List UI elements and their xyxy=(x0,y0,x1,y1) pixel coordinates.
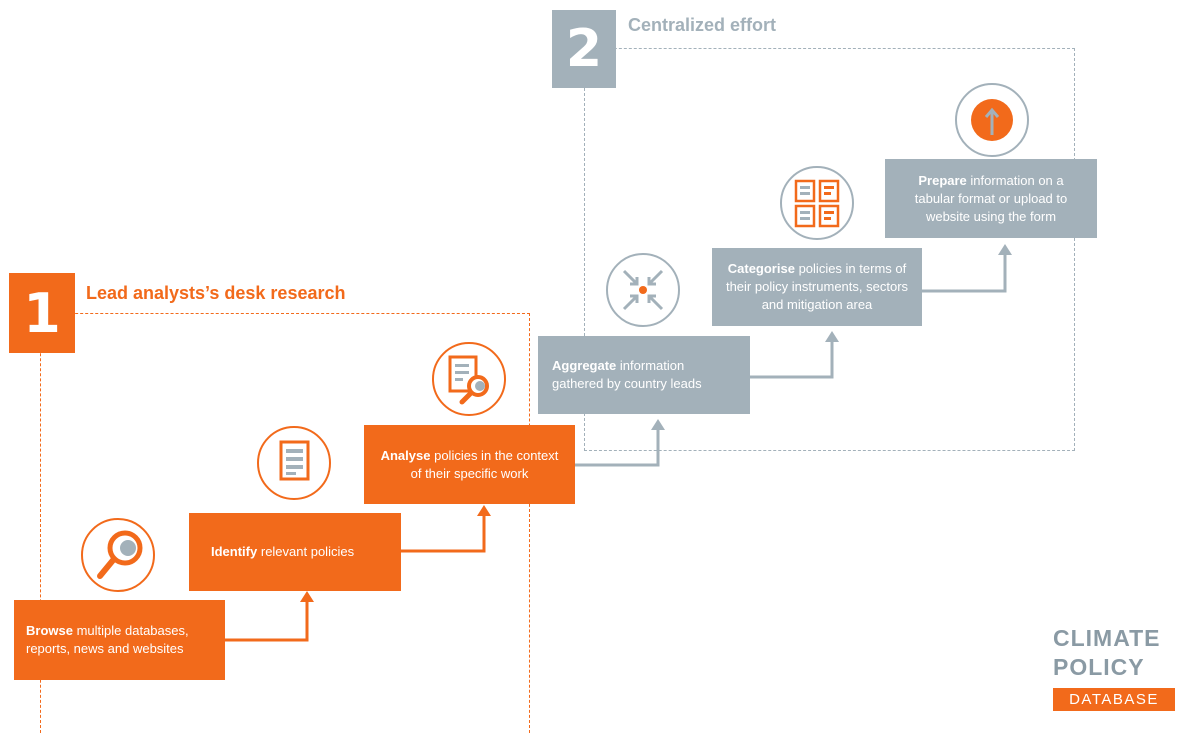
step-prepare-verb: Prepare xyxy=(918,172,967,188)
document-magnifier-icon xyxy=(448,355,489,405)
phase1-title: Lead analysts’s desk research xyxy=(86,283,346,303)
step-identify-verb: Identify xyxy=(211,544,258,559)
logo-database: DATABASE xyxy=(1053,688,1175,711)
step-aggregate: Aggregate information gathered by countr… xyxy=(538,336,750,414)
step-aggregate-text: information gathered by country leads xyxy=(552,358,702,391)
logo-climate: CLIMATE xyxy=(1053,625,1161,651)
document-magnifier-icon-circle xyxy=(432,342,506,416)
document-icon-circle xyxy=(257,426,331,500)
category-grid-icon-circle xyxy=(780,166,854,240)
logo-policy: POLICY xyxy=(1053,654,1145,680)
converge-arrows-icon-circle xyxy=(606,253,680,327)
step-analyse-verb: Analyse xyxy=(380,447,431,463)
converge-arrows-icon xyxy=(622,269,664,311)
step-aggregate-verb: Aggregate xyxy=(552,358,617,373)
step-analyse-text: policies in the context of their specifi… xyxy=(410,447,559,481)
step-analyse: Analyse policies in the context of their… xyxy=(364,425,575,504)
step-browse-text: multiple databases, reports, news and we… xyxy=(26,623,189,656)
upload-icon-circle xyxy=(955,83,1029,157)
phase1-region xyxy=(40,313,530,733)
step-categorise-verb: Categorise xyxy=(727,261,795,276)
phase2-title: Centralized effort xyxy=(628,15,777,35)
step-prepare-text: information on a tabular format or uploa… xyxy=(914,172,1068,224)
step-prepare: Prepare information on a tabular format … xyxy=(885,159,1097,238)
category-grid-icon xyxy=(794,179,840,228)
upload-icon xyxy=(971,99,1013,141)
step-identify: Identify relevant policies xyxy=(189,513,401,591)
phase2-region xyxy=(584,48,1075,451)
step-identify-text: relevant policies xyxy=(260,544,355,559)
phase1-number: 1 xyxy=(9,273,75,353)
step-categorise: Categorise policies in terms of their po… xyxy=(712,248,922,326)
step-categorise-text: policies in terms of their policy instru… xyxy=(725,261,909,312)
phase2-number: 2 xyxy=(552,10,616,88)
step-browse: Browse multiple databases, reports, news… xyxy=(14,600,225,680)
document-icon xyxy=(279,440,310,481)
step-browse-verb: Browse xyxy=(26,623,73,638)
magnifier-icon xyxy=(97,530,143,579)
magnifier-icon-circle xyxy=(81,518,155,592)
